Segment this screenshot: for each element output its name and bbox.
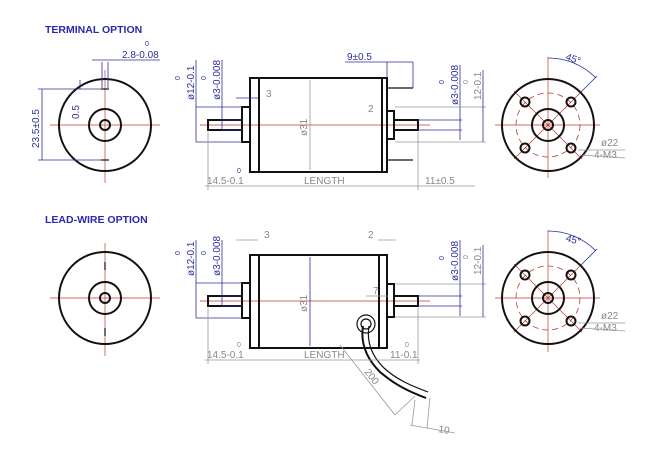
terminal-offset-label: 0.5 bbox=[71, 105, 82, 119]
rear-boss-dia-tol: 0 bbox=[463, 80, 470, 84]
lw-strip-len-label: 10 bbox=[437, 424, 450, 437]
rear-shaft-dia-label: ø3-0.008 bbox=[450, 65, 461, 105]
boss-dia-tol: 0 bbox=[175, 76, 182, 80]
lw-length-label: LENGTH bbox=[304, 350, 345, 361]
leadwire-side-view bbox=[195, 239, 486, 434]
lw-rear-boss-dia-tol: 0 bbox=[463, 255, 470, 259]
angle-label: 45° bbox=[564, 52, 582, 68]
lw-rear-boss-len-label: 2 bbox=[368, 230, 374, 241]
lw-front-shaft-tol: 0 bbox=[237, 342, 241, 349]
lw-pcd-label: ø22 bbox=[601, 311, 619, 322]
terminal-side-view bbox=[195, 60, 486, 190]
rear-boss-dia-label: 12-0.1 bbox=[473, 71, 484, 100]
terminal-len-label: 9±0.5 bbox=[347, 52, 372, 63]
lw-body-dia-label: ø31 bbox=[299, 294, 310, 312]
boss-len-label: 3 bbox=[266, 89, 272, 100]
terminal-spacing-label: 23.5±0.5 bbox=[31, 109, 42, 148]
holes-label: 4-M3 bbox=[594, 150, 617, 161]
rear-boss-len-label: 2 bbox=[368, 104, 374, 115]
lw-boss-dia-label: ø12-0.1 bbox=[186, 241, 197, 276]
rear-shaft-len-label: 11±0.5 bbox=[425, 176, 455, 187]
lw-rear-shaft-dia-label: ø3-0.008 bbox=[450, 241, 461, 281]
lw-rear-shaft-len-label: 11-0.1 bbox=[390, 350, 418, 361]
rear-shaft-dia-tol: 0 bbox=[439, 80, 446, 84]
lw-holes-label: 4-M3 bbox=[594, 323, 617, 334]
lw-rear-shaft-tol: 0 bbox=[405, 342, 409, 349]
lw-shaft-dia-tol: 0 bbox=[201, 251, 208, 255]
terminal-option-title: TERMINAL OPTION bbox=[45, 24, 142, 36]
terminal-rear-view bbox=[495, 57, 626, 178]
lw-rear-shaft-dia-tol: 0 bbox=[439, 256, 446, 260]
lw-boss-dia-tol: 0 bbox=[175, 251, 182, 255]
shaft-dia-label: ø3-0.008 bbox=[212, 60, 223, 100]
lw-wire-offset-label: 7 bbox=[373, 286, 379, 297]
lw-shaft-dia-label: ø3-0.008 bbox=[212, 236, 223, 276]
leadwire-front-view bbox=[50, 243, 160, 356]
terminal-width-label: 2.8-0.08 bbox=[122, 50, 159, 61]
lw-front-shaft-len-label: 14.5-0.1 bbox=[207, 350, 244, 361]
length-label: LENGTH bbox=[304, 176, 345, 187]
lw-angle-label: 45° bbox=[564, 233, 581, 248]
pcd-label: ø22 bbox=[601, 138, 619, 149]
body-dia-label: ø31 bbox=[299, 118, 310, 136]
shaft-dia-tol: 0 bbox=[201, 76, 208, 80]
front-shaft-tol: 0 bbox=[237, 168, 241, 175]
leadwire-option-title: LEAD-WIRE OPTION bbox=[45, 214, 148, 226]
lw-boss-len-label: 3 bbox=[264, 230, 270, 241]
terminal-front-view bbox=[38, 59, 160, 183]
lw-rear-boss-dia-label: 12-0.1 bbox=[473, 246, 484, 275]
leadwire-rear-view bbox=[495, 230, 626, 352]
boss-dia-label: ø12-0.1 bbox=[186, 65, 197, 100]
front-shaft-len-label: 14.5-0.1 bbox=[207, 176, 244, 187]
terminal-width-tol: 0 bbox=[145, 41, 149, 48]
